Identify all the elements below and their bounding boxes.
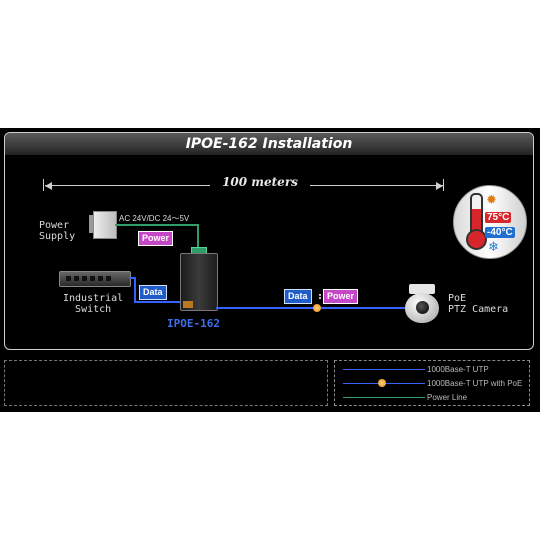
power-supply-label: Power Supply (39, 220, 76, 242)
title-bar: IPOE-162 Installation (5, 133, 533, 155)
switch-port (74, 276, 79, 281)
switch-data-line-b (134, 277, 136, 303)
power-line-vertical (197, 224, 199, 248)
poe-link-line (216, 307, 406, 309)
converter-port (183, 301, 193, 308)
power-tag: Power (138, 231, 174, 246)
diagram-panel: IPOE-162 Installation 100 meters Power S… (4, 132, 534, 350)
thermometer-fill (472, 209, 481, 233)
legend-label-power: Power Line (427, 393, 468, 402)
legend-poe-dot-icon (378, 379, 386, 387)
link-tag-separator: : (317, 291, 324, 302)
converter-label: IPOE-162 (167, 317, 220, 330)
installation-diagram: IPOE-162 Installation 100 meters Power S… (0, 128, 540, 412)
supply-spec-label: AC 24V/DC 24～5V (119, 214, 190, 223)
poe-indicator-icon (313, 304, 321, 312)
temp-hot-label: 75°C (485, 212, 512, 223)
power-supply-fin (89, 215, 93, 233)
diagram-title: IPOE-162 Installation (185, 136, 353, 152)
power-supply-device (93, 211, 117, 239)
switch-port (106, 276, 111, 281)
arrow-left-icon (45, 182, 52, 190)
sun-icon: ✹ (486, 192, 497, 207)
industrial-switch-label: Industrial Switch (63, 293, 124, 315)
switch-port (82, 276, 87, 281)
legend-label-poe: 1000Base-T UTP with PoE (427, 379, 523, 388)
switch-port (66, 276, 71, 281)
blank-note-box (4, 360, 328, 406)
thermometer-bulb (466, 229, 487, 250)
switch-data-line-a (129, 277, 135, 279)
legend-label-utp: 1000Base-T UTP (427, 365, 489, 374)
link-power-tag: Power (323, 289, 359, 304)
distance-label: 100 meters (210, 175, 310, 189)
arrow-right-icon (436, 182, 443, 190)
camera-mount (409, 284, 435, 294)
snowflake-icon: ❄ (488, 239, 499, 254)
industrial-switch-device (59, 271, 131, 287)
legend-line-utp (343, 369, 425, 370)
data-tag: Data (139, 285, 167, 300)
legend-line-power (343, 397, 425, 398)
distance-tick-end (443, 179, 444, 191)
distance-tick-start (43, 179, 44, 191)
switch-data-line-c (134, 301, 182, 303)
temp-cold-label: -40°C (485, 227, 515, 238)
camera-lens-icon (416, 301, 429, 314)
power-line-horizontal (115, 224, 199, 226)
legend: 1000Base-T UTP 1000Base-T UTP with PoE P… (334, 360, 530, 406)
camera-label: PoE PTZ Camera (448, 293, 509, 315)
switch-port (98, 276, 103, 281)
link-data-tag: Data (284, 289, 312, 304)
switch-port (90, 276, 95, 281)
